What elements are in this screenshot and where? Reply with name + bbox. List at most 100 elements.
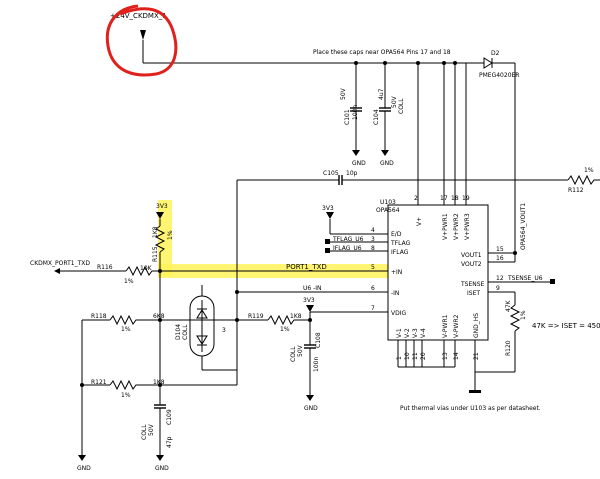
pin11-name: V-3	[412, 328, 419, 338]
c109-type: COLL	[141, 424, 148, 440]
c108-voltage: 50V	[297, 344, 304, 357]
r121-ref: R121	[91, 379, 107, 386]
d2-ref: D2	[491, 50, 500, 57]
v24-label: +24V_CKDMX_1	[110, 12, 167, 20]
d104-type: COLL	[182, 324, 189, 340]
u103-body	[387, 204, 489, 341]
r118-val: 6K8	[153, 313, 165, 320]
tsense-net: TSENSE_U6	[507, 275, 543, 282]
pin21-name: GND_HS	[473, 313, 480, 338]
c101-ref: C101	[344, 109, 351, 125]
thermal-note: Put thermal vias under U103 as per datas…	[400, 405, 541, 412]
pin6-name: -IN	[391, 290, 399, 297]
c105-ref: C105	[323, 170, 339, 177]
pin5-num: 5	[371, 264, 375, 271]
pin13-num: 13	[442, 352, 449, 360]
pin18-num: 18	[451, 195, 459, 202]
pin9-name: ISET	[467, 290, 480, 297]
pin8-name: IFLAG	[391, 249, 409, 256]
gnd-r118: GND	[77, 465, 91, 472]
gnd-hs-icon	[469, 390, 481, 393]
r112-tol: 1%	[584, 167, 594, 174]
pin14-name: V-PWR2	[453, 314, 460, 338]
u103-part: OPA564	[376, 207, 400, 214]
u103-ref: U103	[380, 199, 396, 206]
r115-val: 1K8	[152, 226, 159, 238]
d104-ref: D104	[175, 324, 182, 340]
c108-ref: C108	[315, 332, 322, 348]
pin5-name: +IN	[391, 269, 402, 276]
pin3-num: 3	[371, 236, 375, 243]
r120-tol: 1%	[520, 310, 527, 320]
tflag-net: TFLAG_U6	[332, 236, 364, 243]
gnd-c104: GND	[380, 160, 394, 167]
r120-ref: R120	[505, 340, 512, 356]
pin12-name: TSENSE	[460, 281, 485, 288]
pin10-num: 10	[404, 352, 411, 360]
iflag-net: IFLAG_U6	[333, 245, 362, 252]
pin8-num: 8	[371, 245, 375, 252]
pin20-num: 20	[420, 352, 427, 360]
c101-voltage: 50V	[340, 87, 347, 100]
r120-val: 47K	[505, 299, 512, 312]
pin20-name: V-4	[420, 328, 427, 338]
c101-value: 100n	[352, 105, 359, 120]
pin15-num: 15	[496, 246, 504, 253]
v3v3-ed-arrow-icon	[326, 212, 334, 219]
pin14-num: 14	[453, 352, 460, 360]
c104-voltage: 50V	[391, 95, 398, 108]
gnd-c108: GND	[304, 405, 318, 412]
pin6-num: 6	[371, 285, 375, 292]
v3v3-r115-arrow-icon	[156, 212, 164, 219]
r118-tol: 1%	[121, 326, 131, 333]
pin19-num: 19	[462, 195, 470, 202]
input-arrow-icon	[54, 268, 60, 274]
pin19-name: V+PWR3	[464, 213, 471, 240]
pin21-num: 21	[473, 352, 480, 360]
r112-ref: R112	[568, 187, 584, 194]
r119-val: 1K8	[290, 313, 302, 320]
u6-in-net: U6 -IN	[303, 285, 322, 292]
pin1-num: 1	[396, 356, 403, 360]
c109-voltage: 50V	[148, 423, 155, 436]
d104-diode-a-icon	[196, 309, 208, 319]
r116-tol: 1%	[124, 278, 134, 285]
pin17-num: 17	[440, 195, 448, 202]
r121-tol: 1%	[121, 392, 131, 399]
r121-val: 1K8	[153, 379, 165, 386]
pin7-num: 7	[371, 305, 375, 312]
pin12-num: 12	[496, 275, 504, 282]
c109-ref: C109	[166, 409, 173, 425]
v3v3-r115-label: 3V3	[156, 203, 168, 210]
r116-val: 10K	[140, 265, 153, 272]
pin15-name: VOUT1	[461, 252, 482, 259]
red-circle-annotation	[105, 4, 178, 77]
v3v3-ed-label: 3V3	[322, 205, 334, 212]
pin1-name: V-1	[396, 328, 403, 338]
c108-type: COLL	[290, 346, 297, 362]
pin17-name: V+PWR1	[442, 213, 449, 240]
gnd-c109: GND	[155, 465, 169, 472]
c105-value: 10p	[346, 170, 358, 177]
pin2-num: 2	[414, 195, 418, 202]
r116-ref: R116	[97, 264, 113, 271]
pin13-name: V-PWR1	[442, 314, 449, 338]
pin10-name: V-2	[404, 328, 411, 338]
r119-ref: R119	[248, 313, 264, 320]
pin3-name: TFLAG	[390, 240, 411, 247]
pin11-num: 11	[412, 352, 419, 360]
pin7-name: VDIG	[391, 310, 406, 317]
vout-net: OPA564_VOUT1	[520, 203, 527, 250]
r118-ref: R118	[91, 313, 107, 320]
d2-diode-icon	[483, 57, 493, 69]
iset-note: 47K => ISET = 450mA	[532, 322, 600, 330]
caps-note: Place these caps near OPA564 Pins 17 and…	[313, 49, 451, 56]
r115-tol: 1%	[167, 230, 174, 240]
d104-pin3: 3	[222, 327, 226, 334]
pin9-num: 9	[496, 285, 500, 292]
pin4-name: E/D	[391, 231, 402, 238]
input-net-label: CKDMX_PORT1_TXD	[30, 260, 90, 267]
pin2-name: V+	[416, 217, 423, 226]
d2-part: PMEG4020ER	[479, 72, 519, 79]
